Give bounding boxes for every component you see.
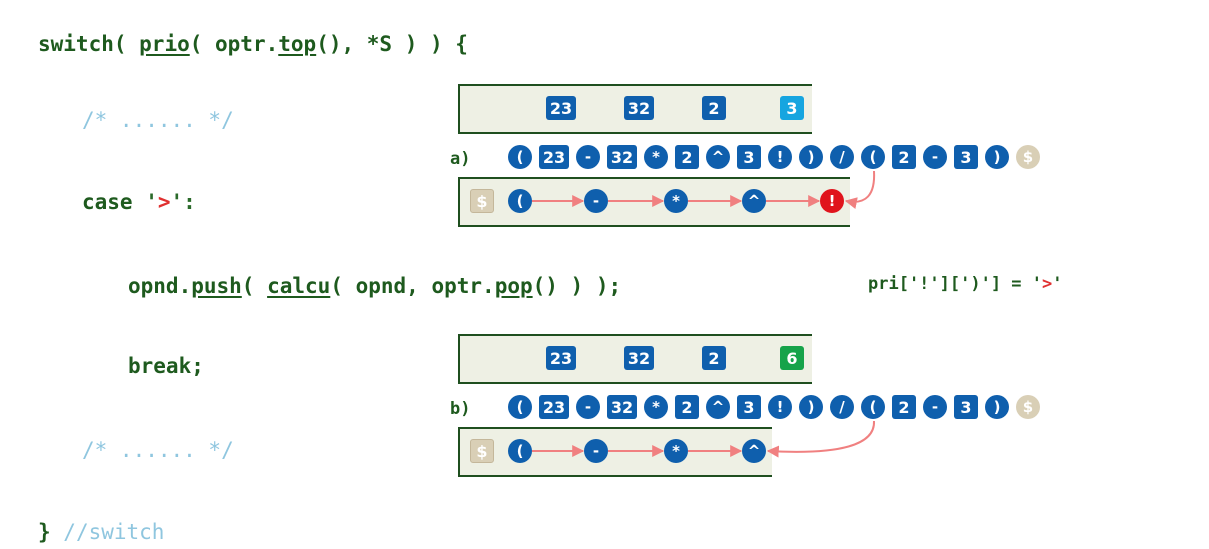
code-fragment: ( opnd, optr. bbox=[330, 274, 495, 298]
expression-token: ^ bbox=[706, 395, 730, 419]
code-fragment: () ) ); bbox=[532, 274, 622, 298]
expression-token: ^ bbox=[706, 145, 730, 169]
expression-token: 3 bbox=[954, 395, 978, 419]
closing-brace: } bbox=[38, 520, 51, 544]
operand-chip: 23 bbox=[546, 96, 576, 120]
greater-than-symbol: > bbox=[157, 190, 171, 214]
expression-token: $ bbox=[1016, 395, 1040, 419]
expression-token: 32 bbox=[607, 395, 637, 419]
code-line-case: case '>': bbox=[82, 192, 196, 213]
quote: ' bbox=[145, 190, 158, 214]
operand-chip: 3 bbox=[780, 96, 804, 120]
code-line-close: } //switch bbox=[38, 522, 164, 543]
expression-token: 2 bbox=[892, 395, 916, 419]
expression-token: ! bbox=[768, 145, 792, 169]
top-function: top bbox=[278, 32, 317, 56]
expression-token: / bbox=[830, 395, 854, 419]
operand-chip: 2 bbox=[702, 346, 726, 370]
comment-1: /* ...... */ bbox=[82, 108, 234, 132]
operator-chip: ^ bbox=[742, 439, 766, 463]
panel-b-label: b) bbox=[450, 399, 471, 419]
operator-chip: $ bbox=[470, 439, 494, 463]
operator-chip: ! bbox=[820, 189, 844, 213]
operand-chip: 32 bbox=[624, 346, 654, 370]
operand-chip: 32 bbox=[624, 96, 654, 120]
operand-chip: 6 bbox=[780, 346, 804, 370]
expression-token: ) bbox=[985, 145, 1009, 169]
expression-token: - bbox=[923, 145, 947, 169]
expression-token: 3 bbox=[954, 145, 978, 169]
expression-token: 32 bbox=[607, 145, 637, 169]
operator-chip: $ bbox=[470, 189, 494, 213]
annotation-text: pri['!'][')'] = ' bbox=[868, 274, 1042, 294]
expression-token: ) bbox=[799, 145, 823, 169]
switch-keyword: switch( bbox=[38, 32, 140, 56]
expression-token: ) bbox=[799, 395, 823, 419]
annotation-greater-than: > bbox=[1042, 274, 1053, 294]
expression-token: 23 bbox=[539, 395, 569, 419]
priority-annotation: pri['!'][')'] = '>' bbox=[868, 276, 1063, 293]
expression-token: - bbox=[923, 395, 947, 419]
expression-token: ! bbox=[768, 395, 792, 419]
operand-chip: 23 bbox=[546, 346, 576, 370]
pop-function: pop bbox=[494, 274, 533, 298]
expression-token: 3 bbox=[737, 395, 761, 419]
switch-end-comment: //switch bbox=[50, 520, 165, 544]
code-fragment: ( bbox=[241, 274, 268, 298]
code-line-break: break; bbox=[128, 354, 204, 378]
expression-token: 23 bbox=[539, 145, 569, 169]
expression-token: - bbox=[576, 145, 600, 169]
operator-chip: ( bbox=[508, 439, 532, 463]
annotation-quote: ' bbox=[1052, 274, 1063, 294]
code-fragment: (), *S ) ) { bbox=[316, 32, 468, 56]
panel-a-label: a) bbox=[450, 149, 471, 169]
operator-chip: * bbox=[664, 439, 688, 463]
prio-function: prio bbox=[139, 32, 190, 56]
expression-token: * bbox=[644, 395, 668, 419]
expression-token: 2 bbox=[892, 145, 916, 169]
case-keyword: case bbox=[82, 190, 146, 214]
operator-stack-b bbox=[458, 427, 772, 477]
expression-token: * bbox=[644, 145, 668, 169]
expression-token: 2 bbox=[675, 395, 699, 419]
operator-chip: * bbox=[664, 189, 688, 213]
code-fragment: opnd. bbox=[128, 274, 192, 298]
expression-token: ( bbox=[508, 145, 532, 169]
expression-token: ) bbox=[985, 395, 1009, 419]
operand-chip: 2 bbox=[702, 96, 726, 120]
expression-token: - bbox=[576, 395, 600, 419]
quote-colon: ': bbox=[170, 190, 196, 214]
push-function: push bbox=[191, 274, 242, 298]
operator-chip: - bbox=[584, 189, 608, 213]
operator-chip: ^ bbox=[742, 189, 766, 213]
code-line-switch: switch( prio( optr.top(), *S ) ) { bbox=[38, 34, 468, 55]
expression-token: $ bbox=[1016, 145, 1040, 169]
expression-token: / bbox=[830, 145, 854, 169]
incoming-token-arrow bbox=[844, 170, 876, 209]
comment-2: /* ...... */ bbox=[82, 438, 234, 462]
operator-chip: - bbox=[584, 439, 608, 463]
incoming-token-arrow bbox=[766, 420, 876, 458]
expression-token: 3 bbox=[737, 145, 761, 169]
expression-token: ( bbox=[861, 145, 885, 169]
operator-chip: ( bbox=[508, 189, 532, 213]
expression-token: ( bbox=[508, 395, 532, 419]
expression-token: ( bbox=[861, 395, 885, 419]
calcu-function: calcu bbox=[267, 274, 331, 298]
expression-token: 2 bbox=[675, 145, 699, 169]
code-line-push: opnd.push( calcu( opnd, optr.pop() ) ); bbox=[128, 276, 621, 297]
code-fragment: ( optr. bbox=[189, 32, 279, 56]
